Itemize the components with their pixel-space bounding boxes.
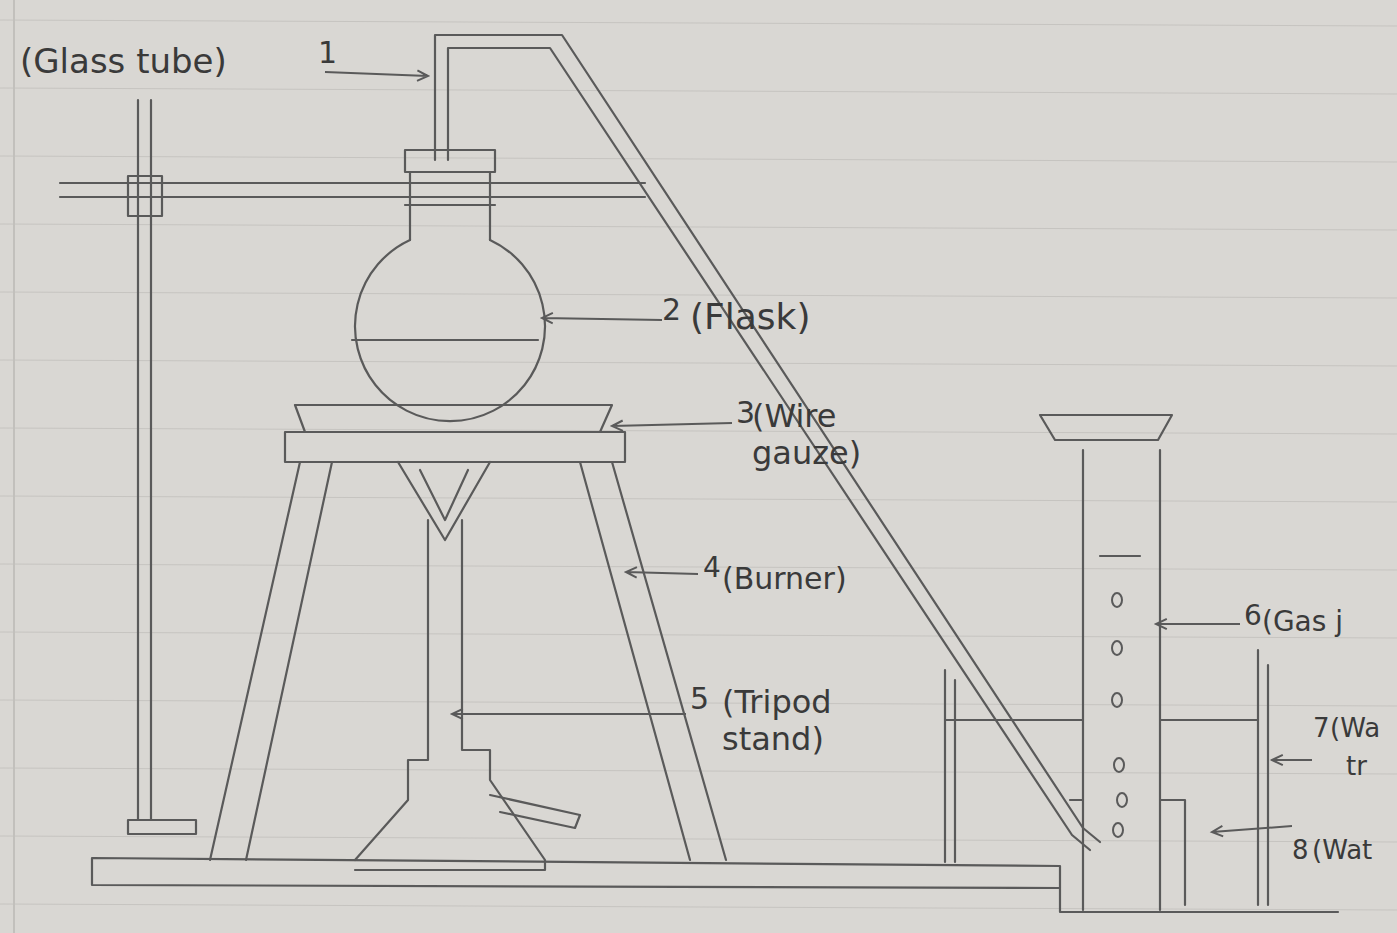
- ruled-line: [0, 564, 1397, 570]
- gas-jar: [1083, 450, 1160, 910]
- ruled-line: [0, 360, 1397, 366]
- part-name: (Wat: [1312, 836, 1372, 866]
- part-name: (Wa: [1330, 714, 1380, 744]
- leader-arrow: [1272, 755, 1312, 765]
- ruled-line: [0, 20, 1397, 26]
- jar-cover: [1040, 415, 1172, 440]
- clamp-boss: [128, 176, 162, 216]
- ruled-line: [0, 496, 1397, 502]
- part-name: tr: [1346, 752, 1367, 782]
- burner: [355, 520, 545, 870]
- tripod-legs: [210, 462, 726, 860]
- part-name: (Wire gauze): [752, 398, 932, 472]
- ruled-line: [0, 836, 1397, 842]
- ruled-lines: [0, 20, 1397, 910]
- tripod-top: [285, 432, 625, 462]
- flask-neck: [405, 172, 495, 240]
- callout-number: 5: [690, 682, 709, 717]
- gas-bubble: [1114, 758, 1124, 772]
- clamp-rod: [60, 183, 645, 197]
- beehive-shelf: [1070, 800, 1185, 905]
- leader-arrow: [542, 313, 662, 323]
- part-name: (Glass tube): [20, 42, 227, 81]
- trough-right: [1258, 650, 1268, 905]
- flask-bulb: [355, 240, 545, 421]
- ruled-line: [0, 632, 1397, 638]
- callout-number: 2: [662, 293, 681, 328]
- leader-arrow: [325, 70, 428, 80]
- trough-left: [945, 670, 955, 862]
- ruled-line: [0, 428, 1397, 434]
- ruled-line: [0, 156, 1397, 162]
- gas-tap: [490, 795, 580, 828]
- margin-line: [13, 0, 15, 933]
- water-surface: [945, 719, 1258, 721]
- ruled-line: [0, 224, 1397, 230]
- ruled-line: [0, 768, 1397, 774]
- apparatus: [60, 35, 1338, 912]
- flame: [398, 462, 490, 540]
- retort-rod: [138, 100, 151, 820]
- base-board: [92, 858, 1338, 912]
- gas-bubble: [1117, 793, 1127, 807]
- leader-lines: [325, 70, 1312, 836]
- callout-number: 1: [318, 36, 337, 71]
- delivery-tube: [435, 35, 1100, 850]
- callout-number: 7: [1313, 714, 1330, 744]
- leader-arrow: [452, 709, 686, 719]
- gas-bubble: [1112, 641, 1122, 655]
- callout-number: 8: [1292, 836, 1309, 866]
- part-name: (Tripod stand): [722, 684, 912, 758]
- part-name: (Flask): [690, 296, 810, 337]
- part-name: (Burner): [722, 562, 847, 597]
- leader-arrow: [626, 567, 698, 577]
- leader-arrow: [612, 421, 732, 431]
- ruled-line: [0, 904, 1397, 910]
- leader-arrow: [1212, 826, 1292, 836]
- retort-foot: [128, 820, 196, 834]
- callout-number: 6: [1244, 600, 1262, 632]
- gas-bubble: [1112, 693, 1122, 707]
- flask-stopper: [405, 150, 495, 172]
- gas-bubble: [1113, 823, 1123, 837]
- wire-gauze: [295, 405, 612, 432]
- leader-arrow: [1156, 619, 1240, 629]
- gas-bubble: [1112, 593, 1122, 607]
- callout-number: 4: [703, 552, 721, 584]
- gas-bubbles: [1112, 593, 1127, 837]
- ruled-line: [0, 88, 1397, 94]
- part-name: (Gas j: [1262, 606, 1343, 638]
- flask-liquid: [352, 339, 538, 341]
